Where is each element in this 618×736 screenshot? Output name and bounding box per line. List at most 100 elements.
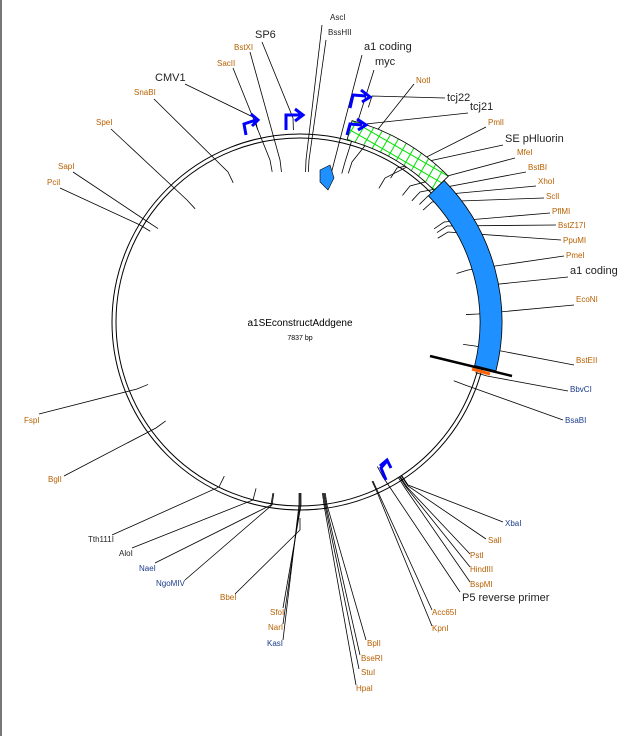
label-leader-line [475,372,569,392]
label-leader-line [372,480,433,611]
feature-label-tcj22[interactable]: tcj22 [447,92,470,104]
site-label-ngomiv[interactable]: NgoMIV [156,579,186,588]
site-label-bstbi[interactable]: BstBI [528,163,547,172]
site-label-bsteii[interactable]: BstEII [576,356,597,365]
site-label-spei[interactable]: SpeI [96,118,112,127]
site-label-sfoi[interactable]: SfoI [270,608,284,617]
site-label-kpni[interactable]: KpnI [432,624,448,633]
label-leader-line [347,83,415,174]
site-label-bspmi[interactable]: BspMI [470,580,493,589]
label-leader-line [307,39,327,173]
site-label-sapi[interactable]: SapI [58,162,74,171]
site-label-pflmi[interactable]: PflMI [552,207,570,216]
site-label-nari[interactable]: NarI [268,623,283,632]
myc-tag-icon[interactable] [319,164,335,191]
site-label-pmei[interactable]: PmeI [566,251,585,260]
label-leader-line [111,476,225,536]
label-leader-line [322,493,360,670]
label-leader-line [390,144,504,179]
site-label-hindiii[interactable]: HindIII [470,565,493,574]
label-leader-line [400,476,471,555]
label-leader-line [131,488,257,549]
site-label-pmli[interactable]: PmlI [488,118,504,127]
feature-label-a1-coding[interactable]: a1 coding [364,41,412,53]
label-leader-line [422,197,545,211]
site-label-psti[interactable]: PstI [470,551,484,560]
feature-label-sp6[interactable]: SP6 [255,29,276,41]
tcj21-primer-arrow-icon[interactable] [345,117,369,136]
site-label-snabi[interactable]: SnaBI [134,88,156,97]
site-label-acc65i[interactable]: Acc65I [432,608,456,617]
feature-label-se-phluorin[interactable]: SE pHluorin [505,133,564,145]
site-label-hpai[interactable]: HpaI [356,684,373,693]
label-leader-line [184,493,275,581]
feature-label-tcj21[interactable]: tcj21 [470,101,493,113]
label-leader-line [378,126,487,189]
site-label-stui[interactable]: StuI [361,668,375,677]
site-label-aloi[interactable]: AloI [119,549,133,558]
feature-label-p5-reverse-primer[interactable]: P5 reverse primer [462,592,550,604]
site-label-bstxi[interactable]: BstXI [234,43,253,52]
site-label-xbai[interactable]: XbaI [505,519,521,528]
label-leader-line [367,95,446,108]
p5-reverse-primer-arrow-icon[interactable] [379,457,393,481]
label-leader-line [376,466,461,593]
sp6-promoter-arrow-icon[interactable] [284,107,306,130]
tcj22-primer-arrow-icon[interactable] [348,88,373,109]
site-label-asci[interactable]: AscI [330,13,346,22]
label-leader-line [63,420,166,477]
site-label-noti[interactable]: NotI [416,76,431,85]
site-label-econi[interactable]: EcoNI [576,295,598,304]
site-label-pcii[interactable]: PciI [47,178,60,187]
site-label-fspi[interactable]: FspI [24,416,40,425]
label-leader-line [249,51,282,172]
label-leader-line [153,98,234,183]
feature-label-myc[interactable]: myc [375,56,396,68]
site-label-bstz17i[interactable]: BstZ17I [558,221,586,230]
label-leader-line [401,474,504,523]
site-label-bbvci[interactable]: BbvCI [570,385,592,394]
label-leader-line [398,477,471,583]
label-leader-line [399,476,471,568]
site-label-scli[interactable]: SclI [546,192,559,201]
label-leader-line [323,493,361,656]
orange-marker [471,367,491,376]
label-leader-line [38,384,149,415]
site-label-tth111i[interactable]: Tth111I [88,535,114,544]
label-leader-line [437,231,562,241]
site-label-bpli[interactable]: BplI [367,639,381,648]
site-label-sali[interactable]: SalI [488,536,502,545]
primer-bar [429,354,513,378]
label-leader-line [402,157,516,196]
site-label-mfei[interactable]: MfeI [517,148,533,157]
cmv1-promoter-arrow-icon[interactable] [242,112,261,136]
label-leader-line [463,343,575,366]
label-leader-line [110,128,196,210]
site-label-naei[interactable]: NaeI [139,564,156,573]
label-leader-line [453,380,564,421]
site-label-bgli[interactable]: BglI [48,475,62,484]
label-leader-line [341,69,375,174]
label-leader-line [282,493,301,625]
label-leader-line [371,480,433,627]
site-label-bseri[interactable]: BseRI [361,654,383,663]
site-label-sacii[interactable]: SacII [217,59,235,68]
label-leader-line [456,255,565,274]
site-label-bsabi[interactable]: BsaBI [565,416,586,425]
label-leader-line [282,492,302,609]
se-phluorin-feature[interactable] [346,120,449,191]
site-label-bbei[interactable]: BbeI [220,593,236,602]
label-leader-line [305,24,323,173]
label-leader-line [322,493,357,686]
site-label-ppumi[interactable]: PpuMI [563,236,586,245]
site-label-xhoi[interactable]: XhoI [538,177,554,186]
site-label-kasi[interactable]: KasI [267,639,283,648]
site-label-bsshii[interactable]: BssHII [328,28,352,37]
plasmid-length: 7837 bp [287,335,312,342]
label-leader-line [411,171,527,202]
label-leader-line [436,224,557,233]
a1-coding-feature[interactable] [427,179,503,372]
feature-label-a1-coding[interactable]: a1 coding [570,265,618,277]
feature-label-cmv1[interactable]: CMV1 [155,72,186,84]
